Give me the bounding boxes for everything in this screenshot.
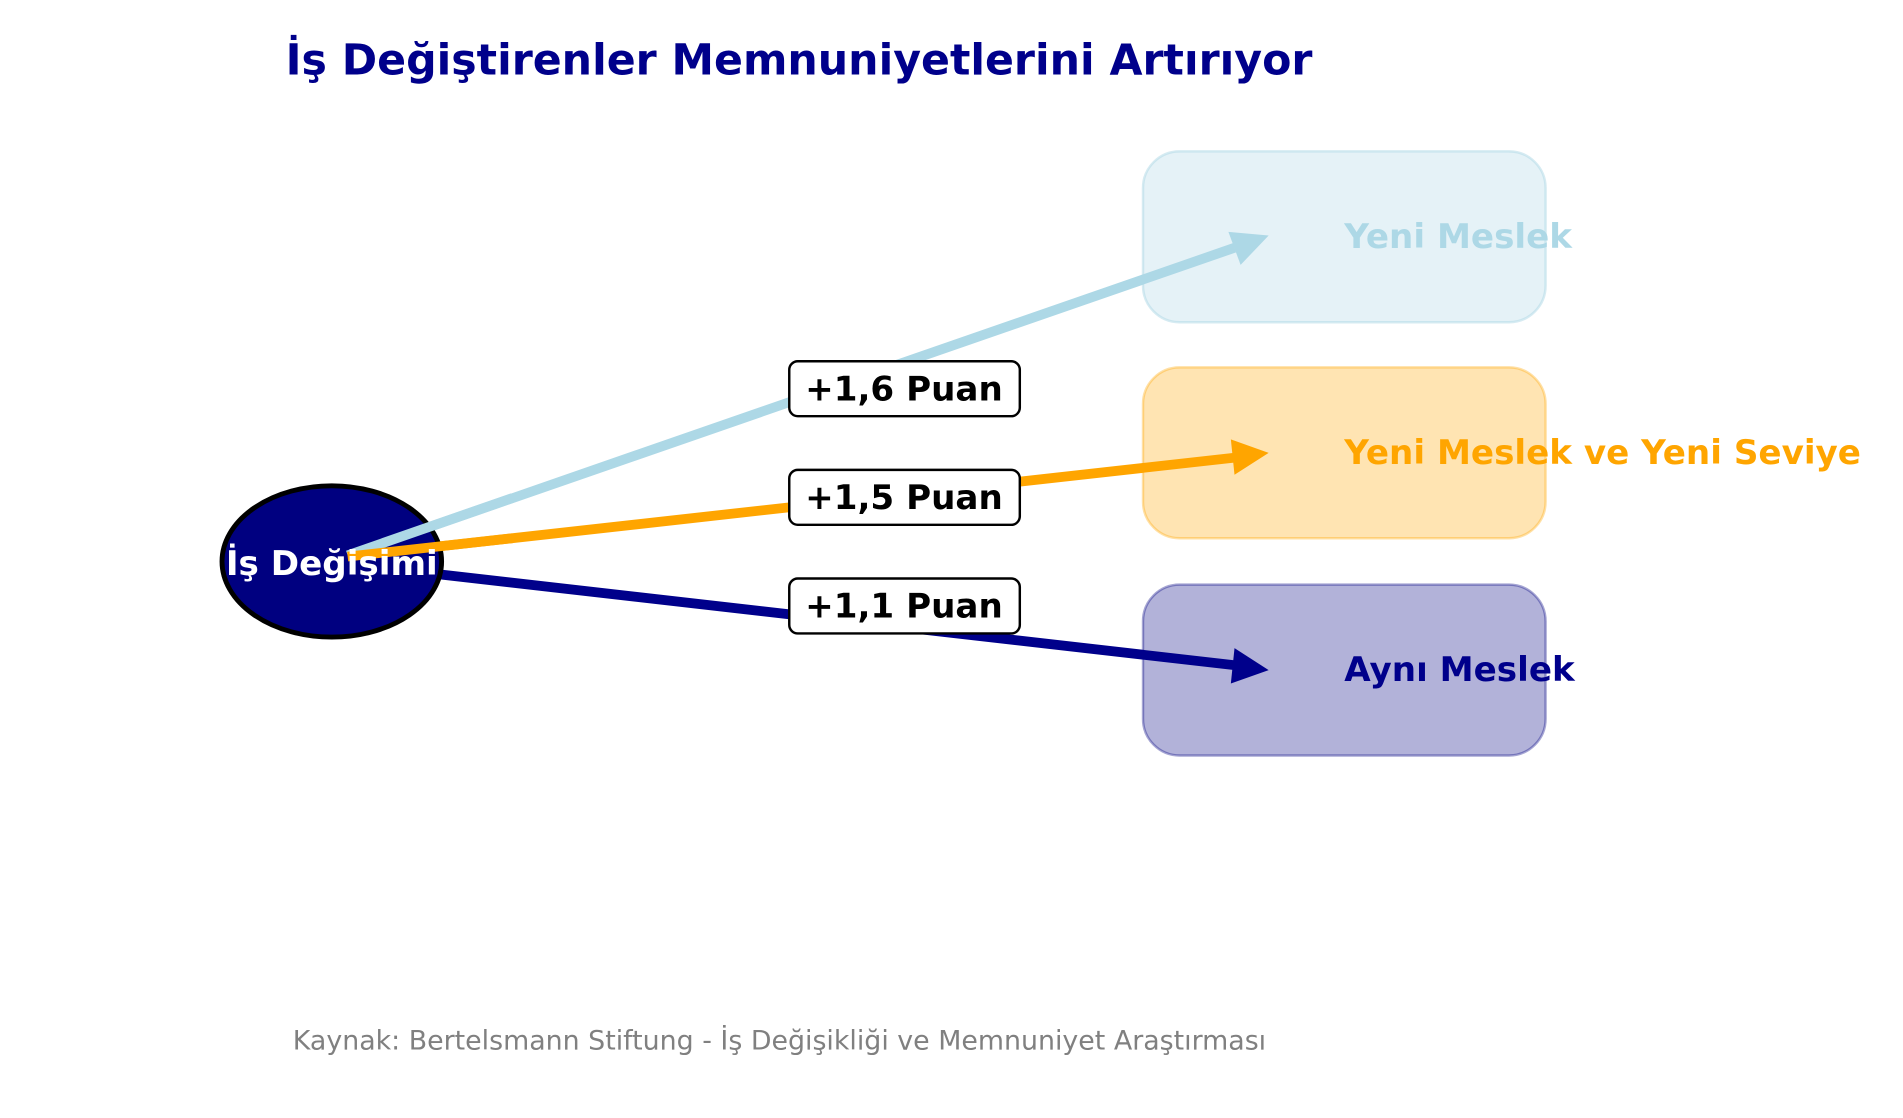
outcome-box-yeni-meslek: Yeni Meslek [1141,150,1573,324]
center-node: İş Değişimi [219,483,514,640]
gain-label-ayni-meslek: +1,1 Puan [788,577,1022,635]
diagram-title: İş Değiştirenler Memnuniyetlerini Artırı… [286,34,1313,85]
gain-text: +1,6 Puan [805,369,1003,409]
outcome-box-ayni-meslek: Aynı Meslek [1141,583,1576,757]
gain-text: +1,5 Puan [805,478,1003,518]
outcome-label: Yeni Meslek ve Yeni Seviye [1343,433,1861,473]
source-note: Kaynak: Bertelsmann Stiftung - İş Değişi… [293,1025,1266,1057]
center-node-label: İş Değişimi [226,543,438,584]
gain-label-yeni-meslek-ve-seviye: +1,5 Puan [788,468,1022,527]
outcome-label: Aynı Meslek [1344,650,1576,690]
outcome-label: Yeni Meslek [1343,217,1573,257]
outcome-box-yeni-meslek-ve-seviye: Yeni Meslek ve Yeni Seviye [1141,366,1861,540]
gain-text: +1,1 Puan [805,587,1003,627]
gain-label-yeni-meslek: +1,6 Puan [788,360,1022,418]
